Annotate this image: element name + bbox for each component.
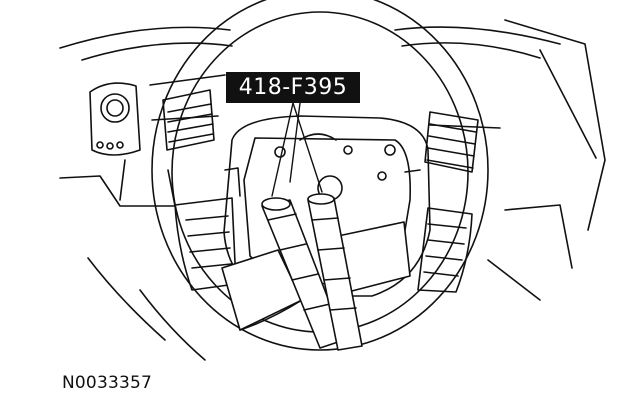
right-switch-pad	[417, 207, 473, 293]
dashboard-outline	[59, 19, 606, 361]
tool-callout-label: 418-F395	[226, 72, 360, 103]
right-air-vent	[424, 111, 479, 173]
figure-id: N0033357	[62, 373, 153, 393]
headlamp-switch	[89, 82, 141, 156]
callout-leader-lines	[271, 102, 323, 197]
left-air-vent	[162, 89, 215, 151]
left-switch-pad	[174, 197, 237, 291]
special-tool-418-F395	[261, 193, 363, 351]
